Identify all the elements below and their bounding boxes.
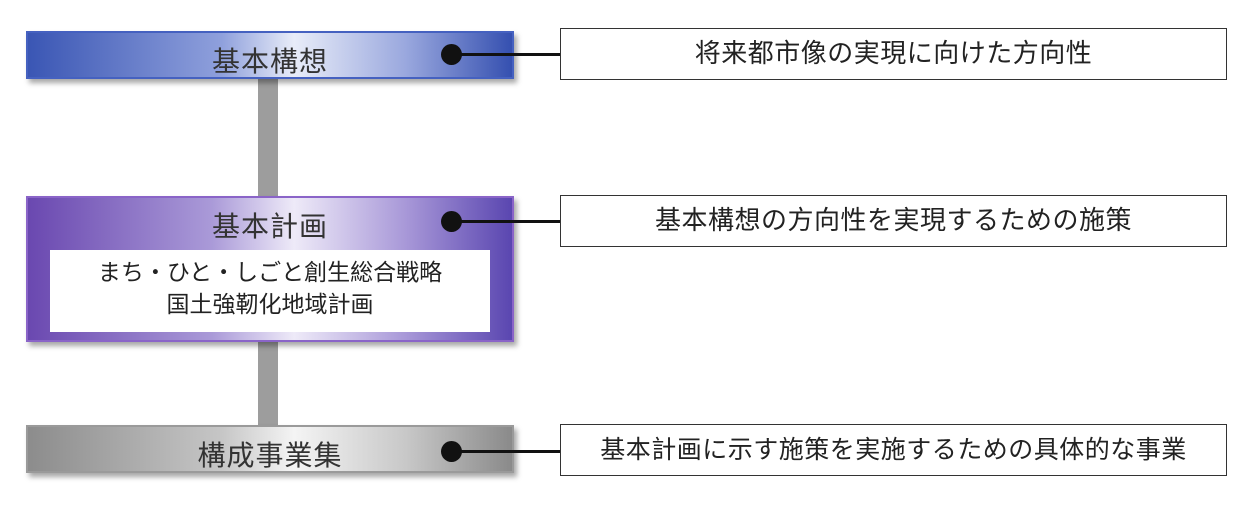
bullet-dot-2 [441, 211, 462, 232]
tier-title: 基本計画 [211, 210, 328, 243]
tier-kosei-jigyoshu: 構成事業集 [26, 425, 514, 473]
tier-description: 基本構想の方向性を実現するための施策 [560, 195, 1227, 247]
tier-description: 将来都市像の実現に向けた方向性 [560, 28, 1227, 80]
link-line-1 [452, 53, 560, 56]
sub-plan-item: まち・ひと・しごと創生総合戦略 [97, 260, 443, 286]
tier-description: 基本計画に示す施策を実施するための具体的な事業 [560, 424, 1227, 476]
tier-kihon-koso: 基本構想 [26, 31, 514, 79]
tier-kihon-keikaku: 基本計画 まち・ひと・しごと創生総合戦略 国土強靭化地域計画 [26, 196, 514, 342]
connector-1-2 [258, 79, 278, 196]
bullet-dot-3 [441, 441, 462, 462]
sub-plan-item: 国土強靭化地域計画 [166, 292, 374, 318]
link-line-3 [452, 450, 560, 453]
tier-title: 基本構想 [211, 45, 328, 78]
link-line-2 [452, 220, 560, 223]
tier-title: 構成事業集 [197, 439, 343, 472]
sub-plans-box: まち・ひと・しごと創生総合戦略 国土強靭化地域計画 [50, 250, 490, 332]
connector-2-3 [258, 342, 278, 425]
bullet-dot-1 [441, 44, 462, 65]
